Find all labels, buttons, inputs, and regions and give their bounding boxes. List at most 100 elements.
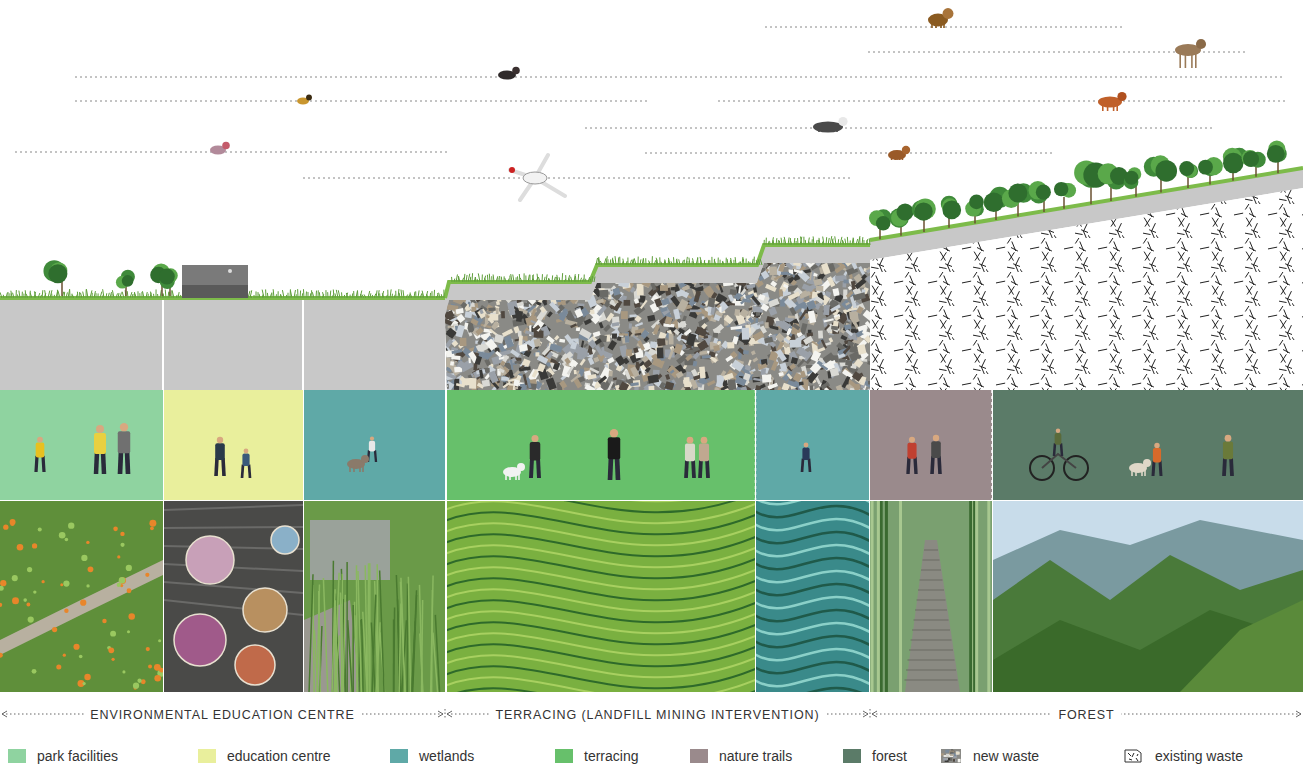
illustration-part — [588, 357, 595, 365]
illustration-part — [487, 267, 497, 278]
illustration-part — [793, 254, 801, 261]
illustration-part — [870, 188, 1303, 390]
animal-figure — [1175, 39, 1206, 68]
illustration-part — [382, 293, 384, 298]
illustration-part — [465, 292, 472, 300]
illustration-part — [545, 284, 554, 296]
illustration-part — [34, 291, 36, 298]
illustration-part — [583, 268, 588, 273]
illustration-part — [667, 268, 677, 273]
illustration-part — [813, 273, 818, 277]
illustration-part — [703, 270, 712, 281]
illustration-part — [803, 336, 813, 345]
new-waste-fill — [434, 249, 880, 402]
illustration-part — [15, 152, 447, 153]
illustration-part — [515, 266, 521, 272]
illustration-part — [451, 355, 460, 360]
illustration-part — [110, 292, 112, 298]
illustration-part — [0, 292, 2, 298]
illustration-part — [778, 262, 785, 272]
illustration-part — [629, 314, 637, 317]
illustration-part — [502, 381, 510, 388]
illustration-part — [736, 270, 747, 276]
illustration-part — [530, 291, 541, 297]
illustration-part — [460, 302, 467, 309]
illustration-part — [332, 295, 333, 298]
illustration-part — [838, 359, 846, 363]
illustration-part — [356, 291, 357, 298]
illustration-part — [854, 278, 866, 289]
illustration-part — [491, 263, 500, 275]
illustration-part — [518, 286, 523, 293]
illustration-part — [438, 263, 445, 270]
illustration-part — [653, 370, 660, 375]
illustration-part — [443, 290, 444, 298]
illustration-part — [515, 286, 521, 293]
illustration-part — [504, 291, 510, 296]
illustration-part — [650, 341, 657, 348]
illustration-part — [532, 370, 539, 378]
illustration-part — [747, 275, 755, 282]
illustration-part — [538, 292, 546, 299]
illustration-part — [799, 381, 804, 385]
illustration-part — [51, 293, 52, 298]
illustration-part — [740, 288, 746, 295]
illustration-part — [56, 290, 58, 298]
illustration-part — [527, 295, 537, 305]
illustration-part — [256, 291, 257, 298]
illustration-part — [789, 363, 796, 370]
illustration-part — [458, 294, 464, 300]
illustration-part — [487, 294, 500, 303]
illustration-part — [446, 261, 451, 268]
ground-section — [0, 168, 1303, 403]
illustration-part — [350, 295, 351, 298]
illustration-part — [445, 245, 870, 316]
illustration-part — [584, 265, 592, 273]
illustration-part — [570, 374, 580, 383]
illustration-part — [475, 327, 483, 335]
illustration-part — [609, 276, 615, 280]
illustration-part — [832, 288, 839, 296]
illustration-part — [530, 292, 538, 300]
illustration-part — [579, 328, 592, 339]
illustration-part — [387, 290, 388, 298]
illustration-part — [663, 275, 674, 282]
illustration-part — [690, 310, 702, 313]
illustration-part — [701, 303, 705, 307]
illustration-part — [834, 316, 840, 321]
illustration-part — [438, 326, 445, 333]
illustration-part — [379, 293, 380, 298]
illustration-part — [827, 276, 835, 287]
illustration-part — [693, 352, 701, 360]
illustration-part — [294, 290, 295, 298]
illustration-part — [422, 291, 424, 298]
illustration-part — [595, 338, 602, 345]
illustration-part — [752, 357, 758, 362]
illustration-part — [434, 290, 436, 298]
illustration-part — [452, 349, 463, 354]
illustration-part — [554, 335, 559, 340]
illustration-part — [665, 374, 670, 380]
illustration-part — [534, 288, 543, 297]
illustration-part — [857, 324, 867, 331]
illustration-part — [841, 299, 852, 310]
illustration-part — [757, 322, 761, 326]
illustration-part — [45, 290, 46, 298]
illustration-part — [537, 363, 546, 372]
illustration-part — [632, 335, 640, 342]
illustration-part — [535, 352, 539, 356]
illustration-part — [822, 352, 834, 363]
illustration-part — [730, 274, 739, 279]
illustration-part — [830, 368, 840, 377]
illustration-part — [535, 254, 543, 262]
illustration-part — [748, 317, 754, 323]
illustration-part — [850, 257, 855, 262]
illustration-part — [460, 292, 468, 299]
illustration-part — [817, 347, 825, 353]
illustration-part — [630, 366, 639, 377]
illustration-part — [849, 346, 857, 354]
illustration-part — [457, 360, 468, 370]
illustration-part — [628, 317, 635, 321]
illustration-part — [451, 290, 458, 293]
illustration-part — [394, 295, 395, 298]
